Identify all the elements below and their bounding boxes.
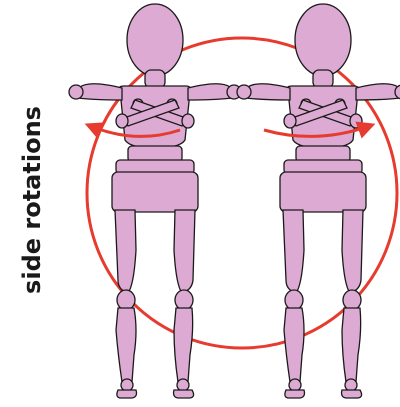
hips (280, 172, 366, 212)
upper-arm-right (356, 84, 400, 100)
foot-right (174, 390, 194, 398)
upper-arm-left (78, 84, 122, 100)
foot-left (117, 390, 137, 398)
hand-left (69, 85, 83, 99)
head (295, 4, 351, 76)
thigh-right (174, 210, 195, 293)
ankle-right (345, 379, 357, 391)
knee-right (343, 290, 361, 310)
ankle-left (121, 379, 133, 391)
side-rotations-label: side rotations (18, 106, 46, 294)
figure-right (237, 4, 400, 398)
upper-arm-left (246, 84, 290, 100)
shin-left (284, 308, 304, 382)
ankle-right (177, 379, 189, 391)
thigh-left (115, 210, 136, 293)
neck (313, 70, 333, 88)
foot-left (285, 390, 305, 398)
hips (112, 172, 198, 212)
ankle-left (289, 379, 301, 391)
hand-left (237, 85, 251, 99)
fist-right (116, 114, 128, 128)
knee-right (175, 290, 193, 310)
fist-right (284, 114, 296, 128)
shin-right (174, 308, 193, 382)
thigh-left (283, 210, 304, 293)
head (127, 4, 183, 76)
fist-left (350, 114, 362, 128)
shin-left (116, 308, 136, 382)
shin-right (342, 308, 361, 382)
figure-left (69, 4, 241, 398)
fist-left (182, 114, 194, 128)
neck (145, 70, 165, 88)
knee-left (285, 290, 303, 310)
upper-arm-right (188, 84, 232, 100)
foot-right (342, 390, 362, 398)
thigh-right (342, 210, 363, 293)
knee-left (117, 290, 135, 310)
